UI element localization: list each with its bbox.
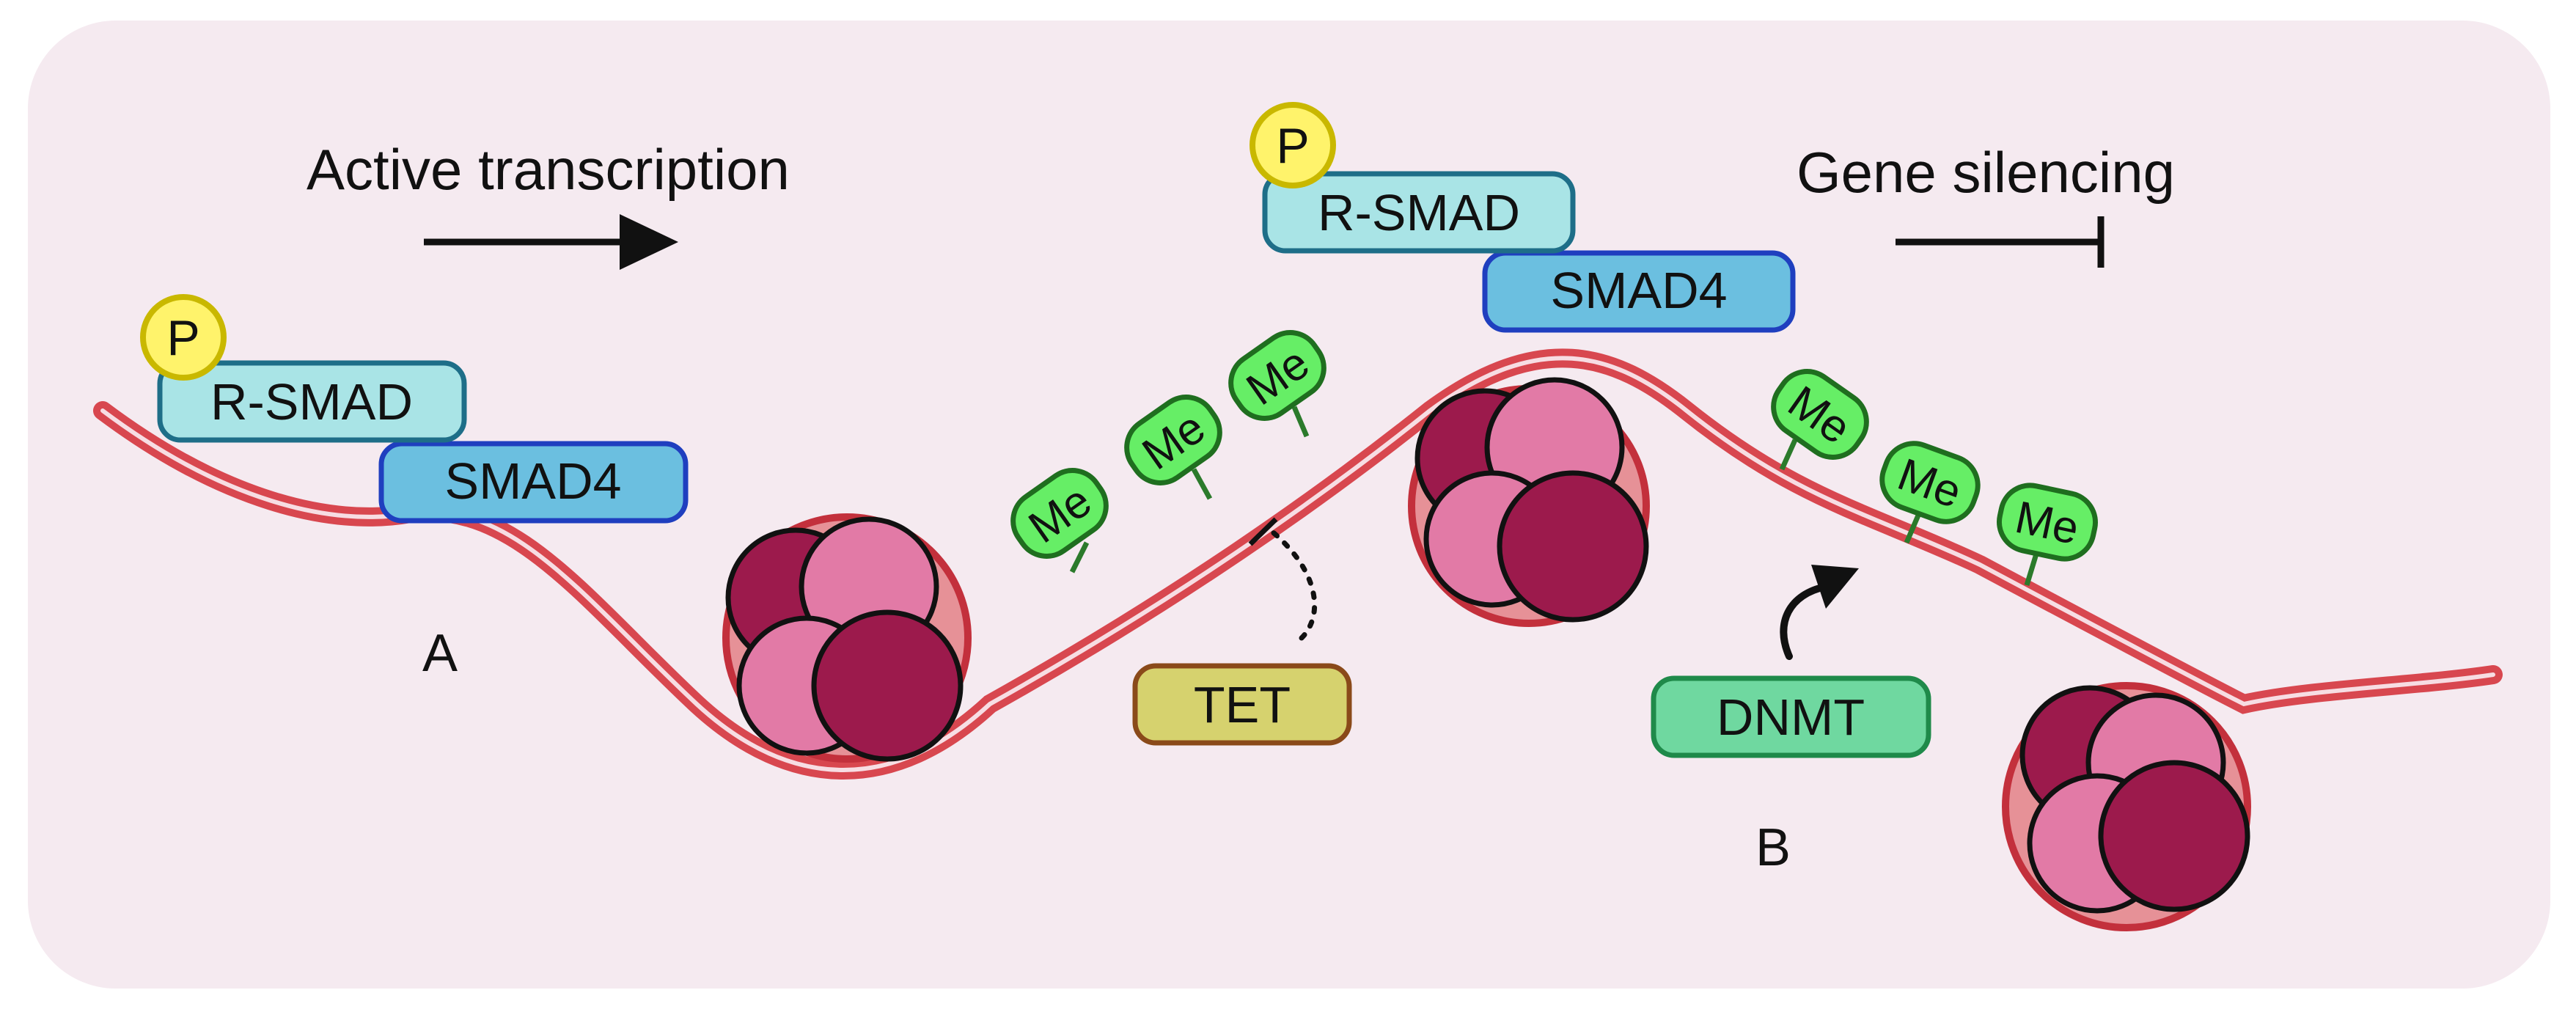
panel-label-a: A: [422, 624, 458, 683]
phospho-circle-a: [140, 294, 227, 381]
rsmad-box-a: [157, 360, 467, 443]
dna-strand: [93, 348, 2503, 780]
tet-enzyme: TET: [1132, 517, 1352, 746]
gene-silencing-label: Gene silencing: [1797, 140, 2175, 205]
rsmad-label-a: R-SMAD: [210, 373, 413, 430]
phospho-label-a: P: [166, 310, 199, 366]
dnmt-label: DNMT: [1717, 689, 1865, 746]
methyl-mark: Me: [1879, 441, 1981, 544]
methyl-mark: Me: [1997, 483, 2098, 587]
inhibition-bar-icon: [1896, 216, 2105, 268]
activation-arrow-icon: [424, 214, 678, 270]
methyl-mark: Me: [1771, 369, 1869, 471]
tet-label: TET: [1194, 676, 1291, 733]
phospho-label-b: P: [1276, 118, 1309, 174]
panel-label-b: B: [1755, 818, 1791, 877]
smad4-box-b: [1482, 250, 1796, 333]
smad4-box-a: [378, 441, 689, 524]
phospho-circle-b: [1250, 102, 1336, 188]
methyl-marks-right: Me Me Me: [1771, 369, 2098, 587]
nucleosome-3: [2002, 682, 2251, 931]
nucleosome-1: [722, 513, 972, 763]
active-transcription-label: Active transcription: [307, 137, 790, 202]
dnmt-curved-arrow-icon: [1780, 583, 1830, 660]
tet-box: [1132, 663, 1352, 746]
smad4-label-b: SMAD4: [1550, 262, 1727, 319]
smad4-label-a: SMAD4: [444, 452, 621, 510]
nucleosome-2: [1408, 377, 1650, 627]
smad-complex-a: SMAD4 R-SMAD P: [140, 294, 689, 524]
smad-complex-b: SMAD4 R-SMAD P: [1250, 102, 1796, 333]
rsmad-label-b: R-SMAD: [1318, 184, 1520, 241]
dnmt-box: [1651, 675, 1931, 758]
dnmt-enzyme: DNMT: [1651, 565, 1931, 758]
tet-inhibition-bar-icon: [1248, 517, 1278, 546]
tet-inhibition-dotted-line: [1269, 529, 1318, 641]
rsmad-box-b: [1262, 171, 1576, 254]
